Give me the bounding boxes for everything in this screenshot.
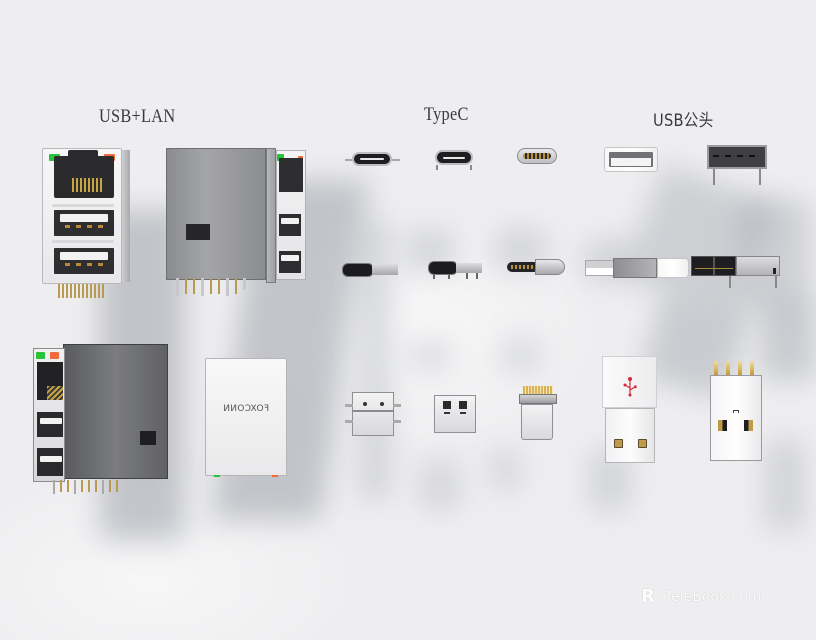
watermark-suffix: .com <box>727 589 762 605</box>
usb-a-plug-front <box>604 147 658 172</box>
usb-a-pcb-plug <box>708 361 764 463</box>
section-heading-usb-lan: USB+LAN <box>99 106 176 127</box>
usb-a-plug-overmold <box>602 356 658 466</box>
lan-transformer-module: FOXCONN <box>205 358 287 477</box>
usb-port-upper <box>54 210 114 236</box>
section-heading-usb-male: USB公头 <box>653 111 714 131</box>
foxconn-label: FOXCONN <box>222 404 270 414</box>
typec-receptacle-flat-front <box>345 150 400 170</box>
shield-window <box>186 224 210 240</box>
typec-smt-receptacle-top <box>343 390 403 438</box>
typec-vertical-receptacle-top <box>434 395 476 433</box>
usb-a-receptacle-side <box>691 256 781 288</box>
rj45-usb-jack-front <box>42 148 132 300</box>
typec-plug-front <box>517 148 557 166</box>
usb-port-lower <box>54 248 114 274</box>
usb-a-plug-side <box>585 258 689 278</box>
watermark: R ReleBook.com <box>638 587 761 607</box>
rj45-usb-jack-angled <box>33 344 173 494</box>
typec-plug-side <box>507 259 567 277</box>
watermark-brand: ReleBook <box>662 589 728 605</box>
section-heading-typec: TypeC <box>424 104 469 125</box>
rj45-usb-jack-side <box>166 148 316 300</box>
usb-logo-icon <box>622 376 638 398</box>
typec-receptacle-side <box>342 262 400 278</box>
usb-a-receptacle-front <box>707 145 769 185</box>
typec-plug-pcb-top <box>517 386 557 442</box>
typec-receptacle-smt-side <box>428 260 484 280</box>
typec-receptacle-midmount-front <box>433 148 475 170</box>
relebook-logo-icon: R <box>641 586 655 607</box>
